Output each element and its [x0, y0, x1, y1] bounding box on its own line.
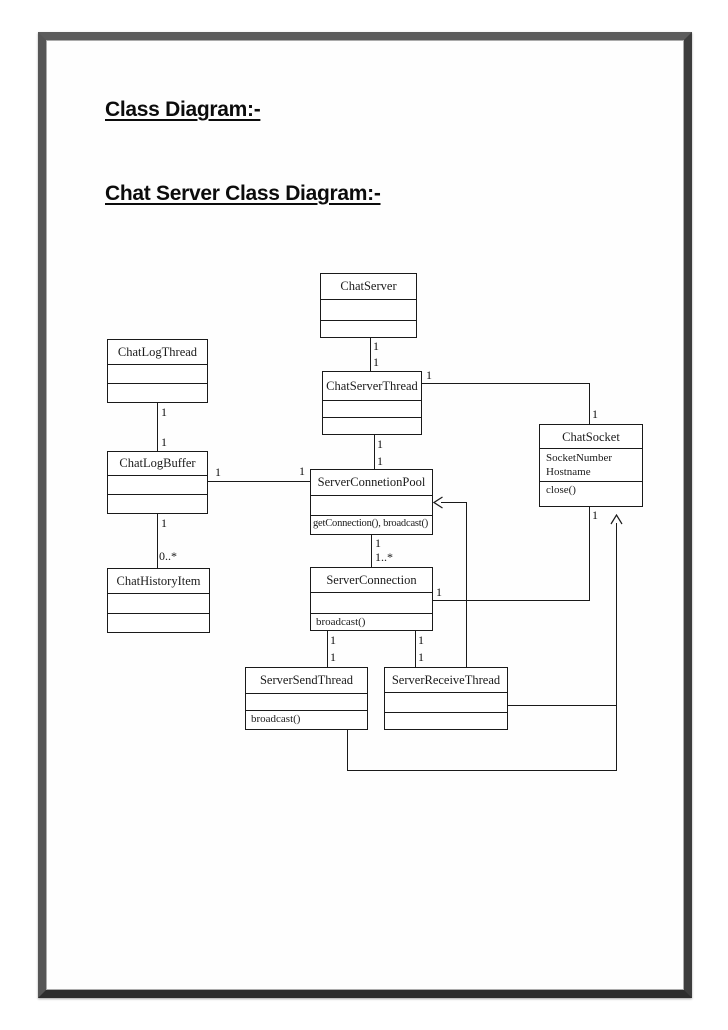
uml-class-chatlogbuffer: ChatLogBuffer — [107, 451, 208, 514]
multiplicity-label: 1 — [299, 464, 305, 478]
association-line — [327, 631, 328, 667]
multiplicity-label: 1 — [426, 368, 432, 382]
class-title: ChatServer — [321, 274, 416, 300]
association-line — [589, 507, 590, 600]
methods-compartment — [323, 418, 421, 434]
heading-class-diagram: Class Diagram:- — [105, 98, 261, 121]
multiplicity-label: 1 — [161, 405, 167, 419]
heading-chat-server-class-diagram: Chat Server Class Diagram:- — [105, 182, 381, 205]
multiplicity-label: 1 — [330, 650, 336, 664]
attribute: Hostname — [546, 466, 591, 478]
association-line — [347, 770, 617, 771]
method: close() — [546, 484, 576, 496]
attribute: SocketNumber — [546, 452, 612, 464]
method: getConnection(), broadcast() — [313, 518, 429, 529]
uml-class-chathistoryitem: ChatHistoryItem — [107, 568, 210, 633]
methods-compartment: broadcast() — [311, 614, 432, 630]
multiplicity-label: 1 — [592, 508, 598, 522]
association-line — [370, 338, 371, 371]
class-title: ServerSendThread — [246, 668, 367, 694]
multiplicity-label: 1 — [161, 516, 167, 530]
multiplicity-label: 1 — [418, 633, 424, 647]
methods-compartment: close() — [540, 482, 642, 506]
class-title: ServerConnetionPool — [311, 470, 432, 496]
association-line — [415, 631, 416, 667]
multiplicity-label: 1 — [436, 585, 442, 599]
multiplicity-label: 1 — [377, 437, 383, 451]
uml-class-chatlogthread: ChatLogThread — [107, 339, 208, 403]
multiplicity-label: 1 — [373, 339, 379, 353]
uml-class-serverconnetionpool: ServerConnetionPool getConnection(), bro… — [310, 469, 433, 535]
class-title: ChatServerThread — [323, 372, 421, 401]
uml-class-chatsocket: ChatSocket SocketNumber Hostname close() — [539, 424, 643, 507]
multiplicity-label: 1 — [375, 536, 381, 550]
multiplicity-label: 1..* — [375, 550, 393, 564]
methods-compartment — [108, 614, 209, 632]
attributes-compartment — [108, 476, 207, 495]
methods-compartment — [108, 495, 207, 513]
methods-compartment — [108, 384, 207, 402]
attributes-compartment — [311, 496, 432, 516]
attributes-compartment — [385, 693, 507, 713]
methods-compartment — [321, 321, 416, 337]
uml-class-serversendthread: ServerSendThread broadcast() — [245, 667, 368, 730]
multiplicity-label: 0..* — [159, 549, 177, 563]
multiplicity-label: 1 — [215, 465, 221, 479]
association-line — [589, 383, 590, 424]
association-line — [508, 705, 616, 706]
class-title: ServerConnection — [311, 568, 432, 593]
class-title: ChatSocket — [540, 425, 642, 449]
attributes-compartment — [108, 365, 207, 384]
open-arrowhead-up-icon — [610, 514, 623, 525]
attributes-compartment — [323, 401, 421, 418]
uml-class-chatserverthread: ChatServerThread — [322, 371, 422, 435]
attributes-compartment — [108, 594, 209, 614]
association-line — [157, 403, 158, 451]
association-line — [616, 523, 617, 771]
association-line — [371, 535, 372, 567]
class-title: ChatHistoryItem — [108, 569, 209, 594]
class-title: ServerReceiveThread — [385, 668, 507, 693]
association-line — [466, 502, 467, 667]
attributes-compartment: SocketNumber Hostname — [540, 449, 642, 482]
methods-compartment: broadcast() — [246, 711, 367, 729]
attributes-compartment — [311, 593, 432, 614]
methods-compartment — [385, 713, 507, 729]
multiplicity-label: 1 — [330, 633, 336, 647]
open-arrowhead-left-icon — [433, 496, 443, 509]
association-line — [433, 600, 590, 601]
multiplicity-label: 1 — [373, 355, 379, 369]
association-line — [422, 383, 589, 384]
class-title: ChatLogBuffer — [108, 452, 207, 476]
uml-class-chatserver: ChatServer — [320, 273, 417, 338]
association-line — [374, 435, 375, 469]
association-line — [441, 502, 467, 503]
association-line — [157, 514, 158, 568]
method: broadcast() — [251, 713, 301, 725]
multiplicity-label: 1 — [418, 650, 424, 664]
attributes-compartment — [246, 694, 367, 711]
association-line — [208, 481, 310, 482]
multiplicity-label: 1 — [377, 454, 383, 468]
attributes-compartment — [321, 300, 416, 321]
association-line — [347, 730, 348, 770]
class-title: ChatLogThread — [108, 340, 207, 365]
multiplicity-label: 1 — [592, 407, 598, 421]
methods-compartment: getConnection(), broadcast() — [311, 516, 432, 534]
method: broadcast() — [316, 616, 366, 628]
uml-class-serverreceivethread: ServerReceiveThread — [384, 667, 508, 730]
uml-class-serverconnection: ServerConnection broadcast() — [310, 567, 433, 631]
multiplicity-label: 1 — [161, 435, 167, 449]
